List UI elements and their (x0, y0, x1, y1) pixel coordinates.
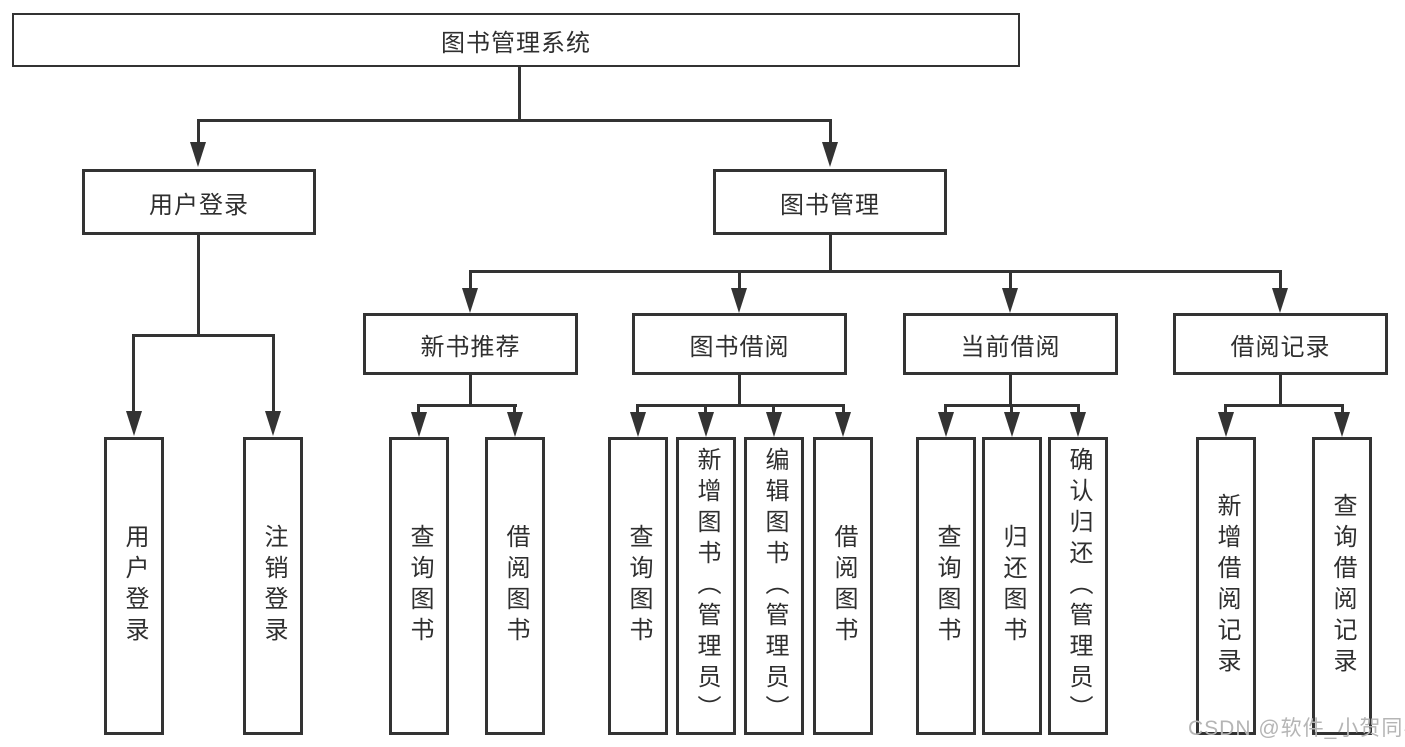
leaf-confirm-return-admin: 确认归还（管理员） (1048, 437, 1108, 735)
connector-stem-C2 (1010, 404, 1013, 414)
arrowhead-leaf-login (126, 411, 142, 436)
arrowhead-C2 (1004, 412, 1020, 437)
node-label: 查询借阅记录 (1329, 493, 1356, 679)
node-label: 新书推荐 (420, 333, 521, 361)
node-new-book-recommendation: 新书推荐 (363, 313, 578, 375)
connector-stem-B2 (704, 404, 707, 414)
connector-stem-new-books (469, 270, 472, 290)
leaf-edit-books-admin: 编辑图书（管理员） (744, 437, 804, 735)
arrowhead-book-management (822, 142, 838, 167)
leaf-query-books-borrow: 查询图书 (608, 437, 668, 735)
node-label: 用户登录 (121, 524, 148, 648)
connector-stem-current-borrow (1009, 270, 1012, 290)
leaf-borrow-books: 借阅图书 (813, 437, 873, 735)
connector-groupC-stem (1009, 375, 1012, 407)
connector-stem-book-management (829, 119, 832, 143)
node-label: 查询图书 (933, 524, 960, 648)
arrowhead-B2 (698, 412, 714, 437)
node-label: 借阅图书 (830, 524, 857, 648)
connector-stem-A2 (513, 404, 516, 414)
node-book-management: 图书管理 (713, 169, 947, 235)
node-label: 归还图书 (999, 524, 1026, 648)
leaf-query-books-current: 查询图书 (916, 437, 976, 735)
node-label: 注销登录 (260, 524, 287, 648)
arrowhead-A2 (507, 412, 523, 437)
arrowhead-leaf-logout (265, 411, 281, 436)
connector-stem-A1 (417, 404, 420, 414)
connector-groupB-distributor (636, 404, 845, 407)
arrowhead-borrow-records (1272, 288, 1288, 313)
connector-user-login-distributor (132, 334, 275, 337)
leaf-logout: 注销登录 (243, 437, 303, 735)
leaf-query-borrow-record: 查询借阅记录 (1312, 437, 1372, 735)
node-library-management-system: 图书管理系统 (12, 13, 1020, 67)
connector-level3-distributor (469, 270, 1282, 273)
arrowhead-B1 (630, 412, 646, 437)
arrowhead-D2 (1334, 412, 1350, 437)
arrowhead-current-borrow (1002, 288, 1018, 313)
connector-groupB-stem (738, 375, 741, 407)
node-label: 借阅记录 (1230, 333, 1331, 361)
leaf-query-books-recommend: 查询图书 (389, 437, 449, 735)
node-label: 图书借阅 (689, 333, 790, 361)
node-borrowing-records: 借阅记录 (1173, 313, 1388, 375)
connector-stem-leaf-login (132, 334, 135, 412)
node-label: 图书管理系统 (441, 29, 591, 57)
connector-stem-user-login (197, 119, 200, 143)
connector-stem-D2 (1341, 404, 1344, 414)
node-label: 用户登录 (149, 191, 249, 219)
connector-groupA-stem (469, 375, 472, 407)
connector-stem-C3 (1077, 404, 1080, 414)
leaf-return-books: 归还图书 (982, 437, 1042, 735)
arrowhead-B4 (835, 412, 851, 437)
watermark-text: CSDN @软件_小贺同学 (1188, 717, 1405, 740)
leaf-user-login: 用户登录 (104, 437, 164, 735)
leaf-add-books-admin: 新增图书（管理员） (676, 437, 736, 735)
node-label: 新增图书（管理员） (693, 446, 720, 726)
connector-stem-D1 (1224, 404, 1227, 414)
node-user-login: 用户登录 (82, 169, 316, 235)
connector-groupA-distributor (417, 404, 517, 407)
connector-root-distributor (197, 119, 832, 122)
connector-book-management-stem (829, 235, 832, 273)
node-label: 新增借阅记录 (1213, 493, 1240, 679)
arrowhead-new-books (462, 288, 478, 313)
arrowhead-C1 (938, 412, 954, 437)
arrowhead-A1 (411, 412, 427, 437)
arrowhead-book-borrow (731, 288, 747, 313)
connector-stem-B3 (772, 404, 775, 414)
connector-stem-B1 (636, 404, 639, 414)
node-label: 查询图书 (406, 524, 433, 648)
arrowhead-D1 (1218, 412, 1234, 437)
arrowhead-B3 (766, 412, 782, 437)
leaf-borrow-books-recommend: 借阅图书 (485, 437, 545, 735)
node-label: 查询图书 (625, 524, 652, 648)
arrowhead-user-login (190, 142, 206, 167)
arrowhead-C3 (1070, 412, 1086, 437)
leaf-add-borrow-record: 新增借阅记录 (1196, 437, 1256, 735)
node-current-borrowing: 当前借阅 (903, 313, 1118, 375)
connector-groupD-distributor (1224, 404, 1344, 407)
node-label: 编辑图书（管理员） (761, 446, 788, 726)
node-label: 借阅图书 (502, 524, 529, 648)
connector-root-stem (518, 67, 521, 120)
connector-stem-C1 (944, 404, 947, 414)
connector-stem-borrow-records (1279, 270, 1282, 290)
connector-user-login-stem (197, 235, 200, 337)
connector-stem-B4 (842, 404, 845, 414)
node-book-borrowing: 图书借阅 (632, 313, 847, 375)
connector-stem-book-borrow (738, 270, 741, 290)
node-label: 确认归还（管理员） (1065, 446, 1092, 726)
connector-groupD-stem (1279, 375, 1282, 407)
node-label: 图书管理 (780, 191, 880, 219)
node-label: 当前借阅 (960, 333, 1061, 361)
connector-stem-leaf-logout (272, 334, 275, 412)
